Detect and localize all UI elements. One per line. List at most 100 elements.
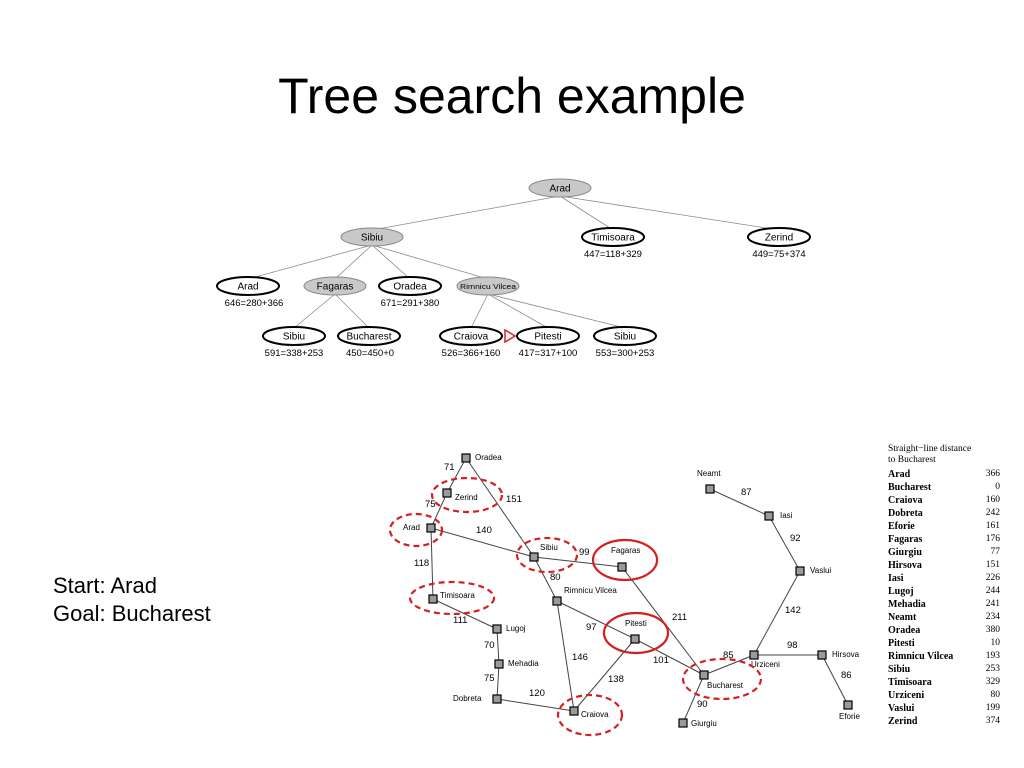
tree-node: Arad <box>528 178 592 198</box>
city-marker <box>442 488 452 498</box>
city: Fagaras <box>611 546 640 572</box>
tree-node-label: Oradea <box>393 282 427 293</box>
sld-value: 161 <box>985 521 1000 531</box>
road <box>496 698 575 712</box>
tree-node: Fagaras <box>303 276 367 296</box>
dashed-circle-zerind <box>430 476 504 514</box>
city-marker <box>426 523 436 533</box>
city-marker <box>764 511 774 521</box>
tree-node-score: 449=75+374 <box>752 249 805 260</box>
road-distance: 138 <box>608 674 624 685</box>
sld-city: Fagaras <box>888 534 923 545</box>
tree-node: Bucharest 450=450+0 <box>337 326 401 359</box>
city-label: Urziceni <box>751 660 780 669</box>
tree-node-label: Sibiu <box>361 233 383 244</box>
road-distance: 151 <box>506 494 522 505</box>
road <box>556 600 636 640</box>
tree-node-shape <box>456 276 520 296</box>
tree-node-score: 671=291+380 <box>381 298 440 309</box>
road-distance: 70 <box>484 640 495 651</box>
tree-node-score: 646=280+366 <box>225 298 284 309</box>
tree-node-label: Craiova <box>454 332 489 343</box>
tree-edge <box>487 293 549 329</box>
tree-node-label: Arad <box>237 282 258 293</box>
tree-edge <box>559 195 780 231</box>
sld-value: 253 <box>985 664 1000 674</box>
sld-value: 77 <box>990 547 1001 557</box>
city: Bucharest <box>699 670 744 690</box>
city-marker <box>843 700 853 710</box>
tree-edge <box>559 195 614 231</box>
dashed-circle-bucharest <box>681 657 763 701</box>
sld-value: 244 <box>985 586 1000 596</box>
city-label: Hirsova <box>832 650 860 659</box>
map-cities: Oradea Zerind Arad Sibiu Fagaras Timisoa… <box>403 453 860 728</box>
sld-value: 0 <box>995 482 1000 492</box>
road-distance: 111 <box>453 615 467 626</box>
tree-node-score: 450=450+0 <box>346 348 394 359</box>
city: Pitesti <box>625 619 647 644</box>
tree-node-label: Fagaras <box>317 282 354 293</box>
sld-header-line: Straight−line distance <box>888 444 972 454</box>
sld-row: Zerind 374 <box>888 715 1000 728</box>
city: Eforie <box>839 700 860 721</box>
city-label: Iasi <box>780 511 793 520</box>
sld-city: Urziceni <box>888 690 925 701</box>
city: Craiova <box>569 706 609 719</box>
city: Arad <box>403 523 436 533</box>
city-marker <box>795 566 805 576</box>
city-label: Eforie <box>839 712 860 721</box>
city-label: Arad <box>403 523 420 532</box>
slide-title: Tree search example <box>278 68 746 124</box>
road-distance: 142 <box>785 605 801 616</box>
sld-value: 176 <box>985 534 1000 544</box>
city-marker <box>492 694 502 704</box>
sld-city: Iasi <box>888 573 904 584</box>
sld-city: Zerind <box>888 716 918 727</box>
city: Neamt <box>697 469 721 494</box>
road-distance: 75 <box>484 673 495 684</box>
tree-edge <box>247 244 373 280</box>
city-marker <box>699 670 709 680</box>
map-roads <box>430 457 849 724</box>
tree-edges <box>247 195 780 329</box>
sld-city: Bucharest <box>888 482 932 493</box>
city-marker <box>529 552 539 562</box>
road <box>533 556 623 568</box>
dashed-circle-timisoara <box>408 580 496 616</box>
tree-node-label: Bucharest <box>346 332 391 343</box>
tree-node: Craiova 526=366+160 <box>439 326 503 359</box>
sld-value: 374 <box>985 716 1000 726</box>
road-distance: 87 <box>741 487 752 498</box>
sld-value: 242 <box>985 508 1000 518</box>
road-distance: 140 <box>476 525 492 536</box>
tree-edge <box>334 244 373 280</box>
road-distance: 97 <box>586 622 597 633</box>
city-marker <box>817 650 827 660</box>
road <box>465 457 535 558</box>
road <box>709 488 770 517</box>
tree-node-shape <box>262 326 326 346</box>
start-goal-text: Start: Arad Goal: Bucharest <box>53 572 211 628</box>
tree-node-shape <box>303 276 367 296</box>
tree-node: Oradea 671=291+380 <box>378 276 442 309</box>
sld-value: 226 <box>985 573 1000 583</box>
road-distance: 75 <box>425 499 436 510</box>
sld-city: Arad <box>888 469 911 480</box>
tree-node-shape <box>439 326 503 346</box>
city-label: Dobreta <box>453 694 482 703</box>
road <box>821 654 849 706</box>
road <box>753 570 801 656</box>
road <box>682 674 705 724</box>
road-distance: 80 <box>550 572 561 583</box>
